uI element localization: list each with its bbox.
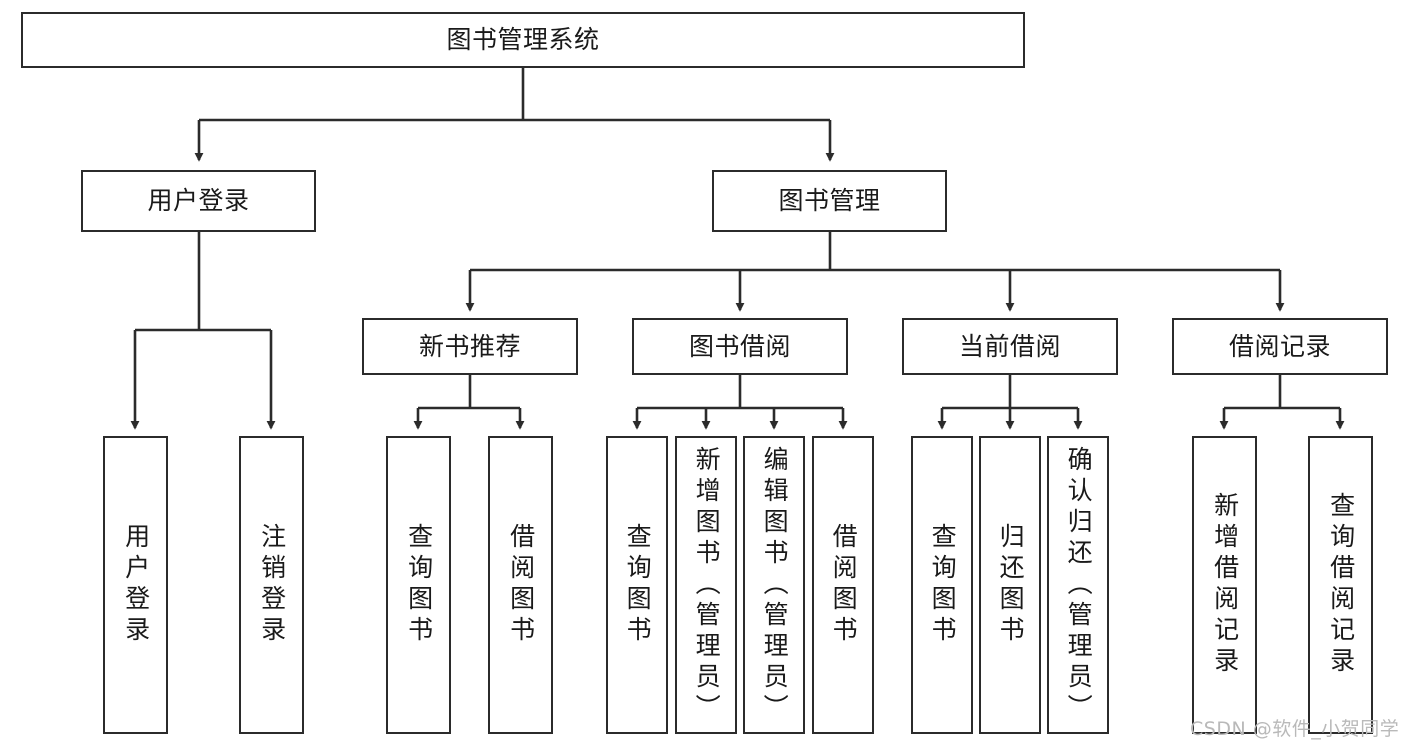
node-current-borrow[interactable]: 当前借阅: [902, 318, 1118, 375]
node-book-management[interactable]: 图书管理: [712, 170, 947, 232]
node-label: 新增借阅记录: [1210, 492, 1240, 678]
node-label: 当前借阅: [958, 331, 1061, 361]
node-label: 查询图书: [623, 523, 653, 647]
node-label: 查询借阅记录: [1326, 492, 1356, 678]
node-label: 图书管理系统: [446, 25, 600, 55]
node-leaf-query-book-recommend[interactable]: 查询图书: [386, 436, 451, 734]
node-label: 借阅记录: [1228, 331, 1331, 361]
node-leaf-edit-book[interactable]: 编辑图书（管理员）: [743, 436, 805, 734]
node-label: 图书借阅: [688, 331, 791, 361]
node-label: 借阅图书: [506, 523, 536, 647]
node-label: 查询图书: [404, 523, 434, 647]
node-root-book-management-system[interactable]: 图书管理系统: [21, 12, 1025, 68]
node-leaf-logout-login[interactable]: 注销登录: [239, 436, 304, 734]
node-leaf-return-book[interactable]: 归还图书: [979, 436, 1041, 734]
node-book-borrow[interactable]: 图书借阅: [632, 318, 848, 375]
node-label: 图书管理: [778, 186, 881, 216]
node-leaf-add-book[interactable]: 新增图书（管理员）: [675, 436, 737, 734]
node-leaf-confirm-return[interactable]: 确认归还（管理员）: [1047, 436, 1109, 734]
node-label: 新书推荐: [418, 331, 521, 361]
node-label: 编辑图书（管理员）: [760, 445, 790, 725]
node-label: 查询图书: [928, 523, 958, 647]
node-new-book-recommend[interactable]: 新书推荐: [362, 318, 578, 375]
node-user-login[interactable]: 用户登录: [81, 170, 316, 232]
node-leaf-query-book-borrow[interactable]: 查询图书: [606, 436, 668, 734]
node-label: 注销登录: [257, 523, 287, 647]
node-label: 用户登录: [147, 186, 250, 216]
node-label: 归还图书: [996, 523, 1026, 647]
node-leaf-borrow-book-recommend[interactable]: 借阅图书: [488, 436, 553, 734]
node-leaf-query-book-current[interactable]: 查询图书: [911, 436, 973, 734]
node-leaf-user-login[interactable]: 用户登录: [103, 436, 168, 734]
node-leaf-borrow-book[interactable]: 借阅图书: [812, 436, 874, 734]
node-label: 新增图书（管理员）: [692, 445, 722, 725]
node-leaf-query-borrow-record[interactable]: 查询借阅记录: [1308, 436, 1373, 734]
node-leaf-add-borrow-record[interactable]: 新增借阅记录: [1192, 436, 1257, 734]
node-label: 借阅图书: [829, 523, 859, 647]
node-label: 确认归还（管理员）: [1064, 445, 1094, 725]
node-label: 用户登录: [121, 523, 151, 647]
node-borrow-record[interactable]: 借阅记录: [1172, 318, 1388, 375]
